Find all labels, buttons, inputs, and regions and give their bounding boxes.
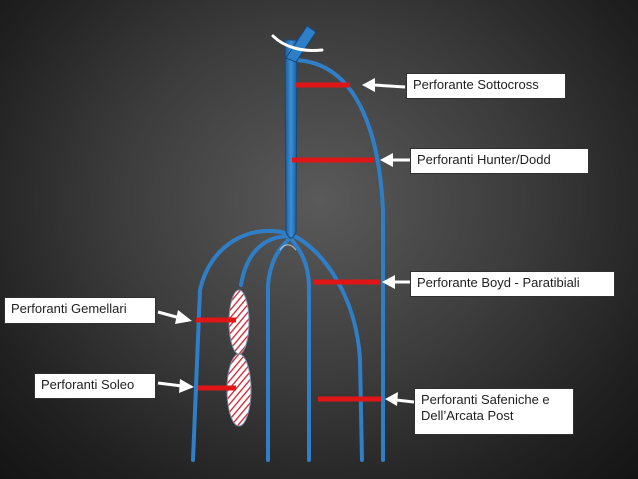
trunk-tip xyxy=(285,25,317,63)
arrow-boyd xyxy=(382,275,410,289)
arrow-safeniche xyxy=(385,392,415,406)
inguinal-ligament-mark xyxy=(271,34,324,52)
arrow-soleo xyxy=(157,379,194,393)
great-saphenous-vein xyxy=(290,58,385,462)
label-perforante-boyd: Perforante Boyd - Paratibiali xyxy=(410,271,615,297)
calf-muscle xyxy=(226,289,252,427)
lateral-branch-inner xyxy=(239,234,292,287)
label-perforanti-safeniche: Perforanti Safeniche e Dell’Arcata Post xyxy=(414,388,574,435)
arrow-gemellari xyxy=(157,310,192,324)
label-arrows xyxy=(157,78,415,406)
arrow-sottocross xyxy=(362,78,406,92)
label-perforante-sottocross: Perforante Sottocross xyxy=(406,73,566,99)
fork-highlight xyxy=(279,244,297,251)
perforator-bars xyxy=(196,82,381,402)
femoral-vein-trunk xyxy=(271,25,324,239)
arrow-hunter-dodd xyxy=(380,153,410,167)
vein-network xyxy=(191,58,385,462)
deep-vein-right xyxy=(290,238,311,462)
deep-vein-left xyxy=(266,238,290,462)
lateral-branch-outer xyxy=(191,228,292,462)
label-perforanti-gemellari: Perforanti Gemellari xyxy=(4,297,156,324)
label-perforanti-soleo: Perforanti Soleo xyxy=(34,373,156,399)
label-perforanti-hunter-dodd: Perforanti Hunter/Dodd xyxy=(410,148,589,174)
posterior-arch-vein xyxy=(290,233,364,462)
